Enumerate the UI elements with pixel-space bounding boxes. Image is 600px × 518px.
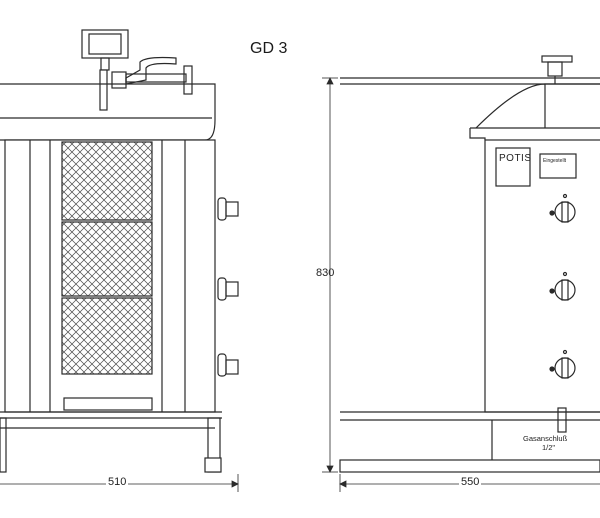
burner-panel-top	[61, 141, 153, 221]
dimension-height	[322, 77, 338, 473]
gas-knob-2	[549, 271, 576, 301]
side-width-label: 550	[459, 476, 482, 488]
gas-connection-label: Gasanschluß	[523, 434, 568, 443]
brand-plate	[495, 147, 531, 187]
spit-rod	[99, 69, 108, 111]
height-label: 830	[316, 267, 335, 279]
setting-plate-label: Eingestellt	[543, 158, 567, 164]
front-knob-1	[217, 197, 239, 221]
gas-pipe	[557, 407, 567, 433]
gas-knob-1	[549, 193, 576, 223]
front-width-label: 510	[106, 476, 129, 488]
display-mount	[100, 57, 110, 71]
gas-knob-3	[549, 349, 576, 379]
motor-crank	[125, 73, 187, 83]
motor-housing	[111, 71, 127, 89]
side-view	[322, 55, 600, 492]
top-clamp-handle	[541, 55, 573, 63]
control-display-screen	[88, 33, 122, 55]
model-title: GD 3	[250, 40, 288, 57]
front-knob-2	[217, 277, 239, 301]
front-knob-3	[217, 353, 239, 377]
front-view	[0, 29, 239, 492]
crank-knob	[183, 65, 193, 95]
top-clamp-body	[547, 61, 563, 77]
setting-plate-box	[539, 153, 577, 179]
side-hood	[475, 83, 600, 129]
side-body	[484, 139, 600, 413]
burner-panel-middle	[61, 221, 153, 297]
burner-panel-bottom	[61, 297, 153, 375]
drip-tray	[63, 397, 153, 411]
motor-arm	[125, 56, 177, 85]
gas-size-label: 1/2"	[542, 443, 556, 452]
side-base	[339, 459, 600, 473]
front-leg-left	[0, 417, 7, 473]
brand-label: POTIS	[499, 153, 532, 164]
